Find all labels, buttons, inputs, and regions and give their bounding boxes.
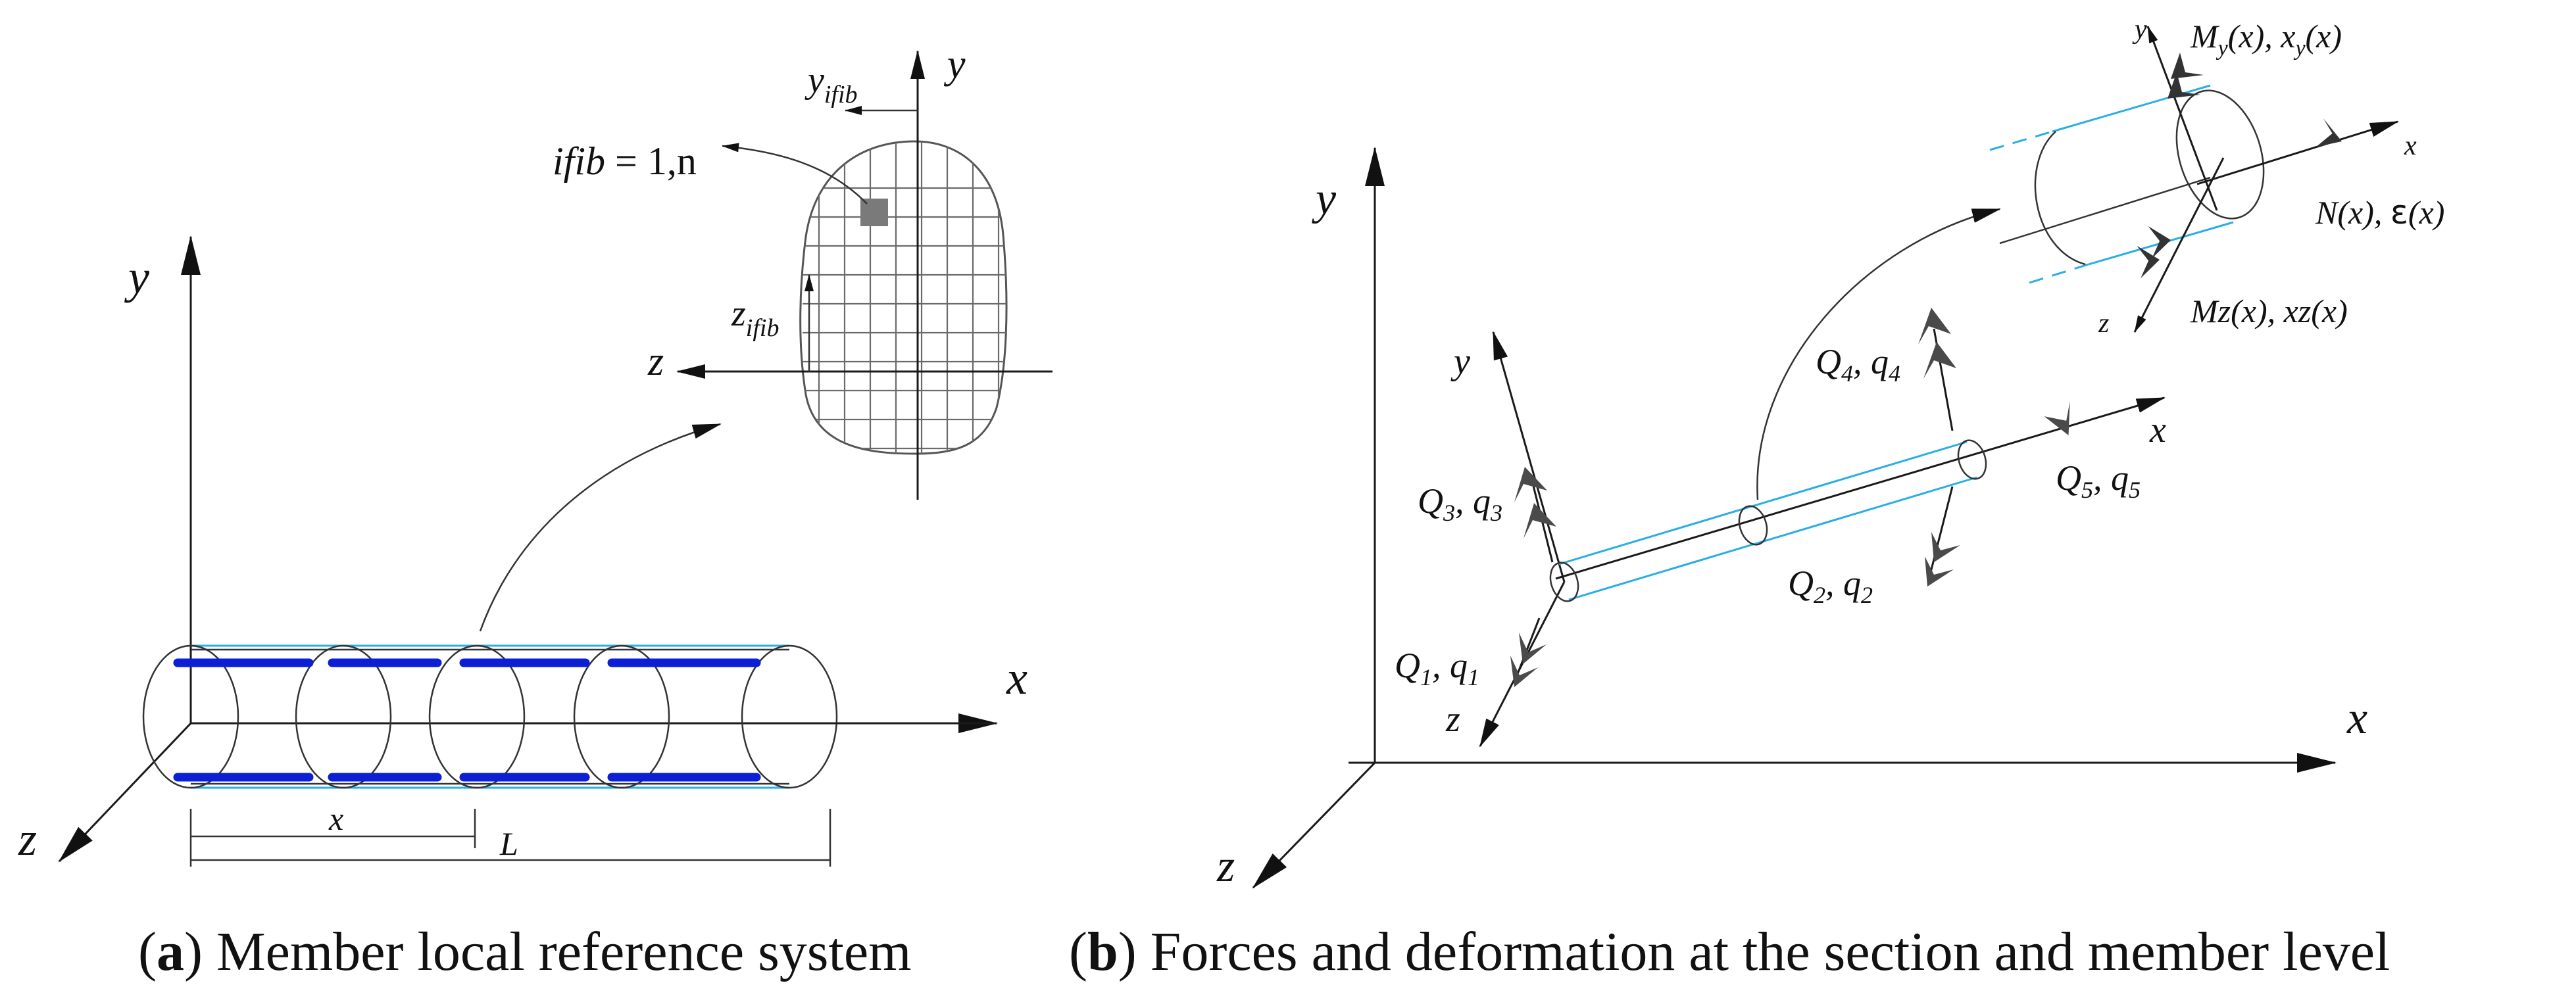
- selected-fiber: [860, 199, 888, 226]
- panel-a-z-label: z: [18, 813, 37, 865]
- Q1-label: Q1, q1: [1395, 646, 1479, 690]
- Mz-label: Mz(x), xz(x): [2190, 293, 2348, 329]
- My-label: My(x), xy(x): [2190, 18, 2342, 60]
- Q2-arrow-head: [1925, 556, 1954, 587]
- ifib-label: ifib = 1,n: [553, 139, 697, 183]
- panel-b-section: y x z My(x), xy(x) N(x), ε(x) Mz(x), xz(…: [1989, 14, 2444, 339]
- section-y-axis-b: [2146, 26, 2218, 211]
- section-b-y-label: y: [2132, 14, 2147, 45]
- dimension-x-label: x: [328, 800, 343, 837]
- nodal-forces: [1510, 308, 2070, 687]
- y-ifib-label: yifib: [805, 60, 858, 108]
- Q2-label: Q2, q2: [1788, 564, 1873, 608]
- Q5-arrow-head: [2044, 401, 2070, 435]
- fiber-grid: [803, 141, 1007, 454]
- panel-a-member: [142, 644, 997, 789]
- panel-a-section-arrow: [479, 423, 722, 632]
- member-y-label: y: [1450, 341, 1470, 382]
- panel-b-y-label: y: [1312, 174, 1337, 224]
- panel-b-z-axis: [1252, 761, 1376, 889]
- dimension-L-label: L: [499, 825, 518, 862]
- Q5-label: Q5, q5: [2056, 458, 2141, 503]
- z-ifib-label: zifib: [731, 293, 779, 342]
- section-z-axis-b: [2133, 157, 2225, 333]
- panel-a-dimensions: x L: [189, 800, 831, 867]
- N-label: N(x), ε(x): [2315, 193, 2444, 231]
- Q4-arrow-head: [1918, 308, 1951, 345]
- Q4-label: Q4, q4: [1816, 342, 1900, 387]
- member-x-label: x: [2149, 410, 2166, 450]
- caption-b: (b) Forces and deformation at the sectio…: [1069, 921, 2390, 982]
- caption-a: (a) Member local reference system: [138, 921, 911, 982]
- Q1-arrow-head: [1510, 656, 1538, 687]
- member-y-axis: [1492, 331, 1566, 583]
- section-b-z-label: z: [2098, 308, 2109, 339]
- panel-a-z-axis: [58, 722, 192, 863]
- panel-b-z-label: z: [1216, 841, 1235, 892]
- section-y-label: y: [943, 42, 966, 87]
- panel-a-cross-section: y z yifib zifib ifib = 1,n: [553, 42, 1053, 500]
- panel-b-x-label: x: [2346, 693, 2367, 744]
- panel-b-member: [1549, 439, 1987, 602]
- panel-a: y x z: [18, 42, 1053, 982]
- Q3-label: Q3, q3: [1418, 481, 1502, 526]
- member-z-label: z: [1445, 699, 1460, 740]
- panel-a-x-label: x: [1006, 652, 1028, 704]
- panel-a-y-label: y: [124, 251, 149, 303]
- section-b-x-label: x: [2404, 131, 2417, 161]
- panel-b-section-arrow: [1756, 208, 2001, 500]
- section-z-label: z: [647, 339, 664, 384]
- panel-b: y x z y x z: [1069, 14, 2444, 982]
- Q3-arrow-head: [1514, 467, 1547, 502]
- ifib-leader: [722, 143, 868, 204]
- section-x-axis: [2196, 120, 2399, 185]
